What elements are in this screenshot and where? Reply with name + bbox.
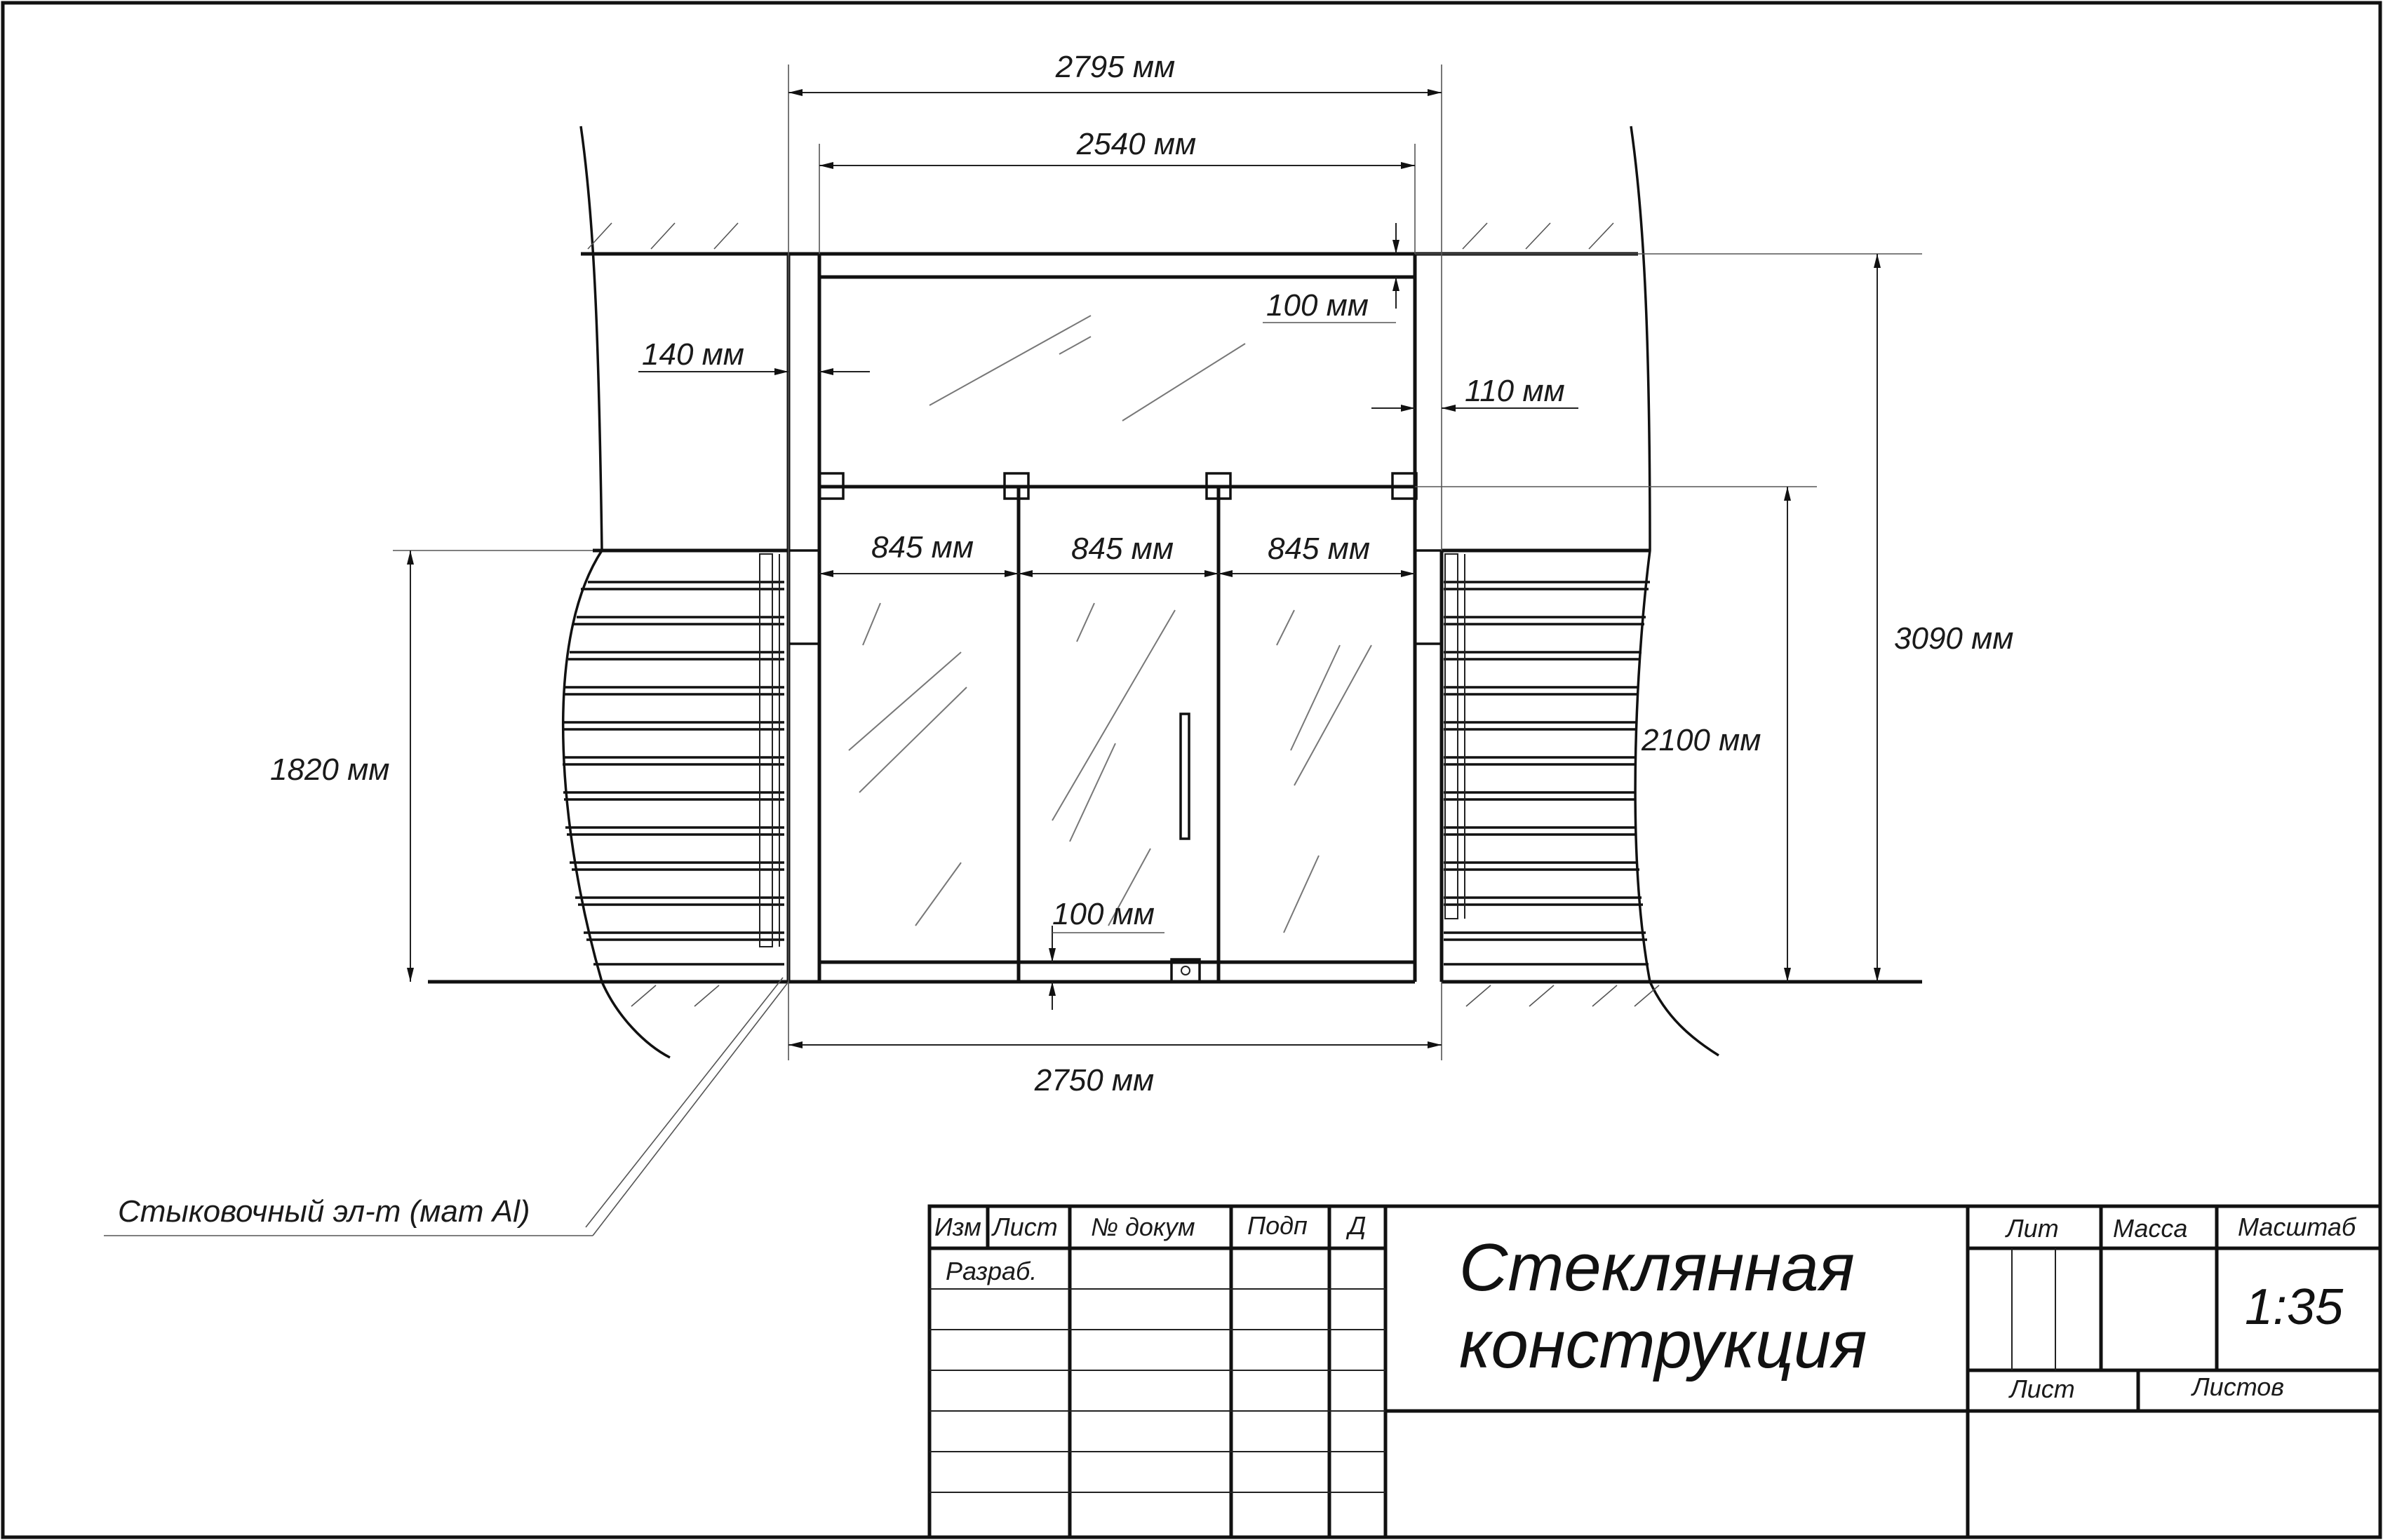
fitting bbox=[1003, 472, 1030, 500]
dim-845-left: 845 мм bbox=[871, 530, 974, 565]
dim-140: 140 мм bbox=[642, 337, 744, 372]
tb-scale-value: 1:35 bbox=[2245, 1279, 2344, 1335]
dim-110: 110 мм bbox=[1465, 374, 1565, 408]
tb-header-izm: Изм bbox=[934, 1213, 981, 1241]
tb-mass: Масса bbox=[2113, 1214, 2187, 1243]
dim-2750: 2750 мм bbox=[1034, 1063, 1154, 1097]
tb-header-signature: Подп bbox=[1247, 1211, 1308, 1240]
dim-100-top: 100 мм bbox=[1266, 288, 1369, 323]
glass-construction bbox=[759, 252, 1465, 984]
door-handle bbox=[1179, 712, 1190, 840]
dim-2795: 2795 мм bbox=[1055, 50, 1175, 84]
title-block bbox=[927, 1204, 2382, 1539]
dim-845-right: 845 мм bbox=[1268, 532, 1370, 566]
fitting bbox=[1205, 472, 1232, 500]
tb-header-date: Д bbox=[1345, 1211, 1366, 1240]
tb-header-doc-no: № докум bbox=[1091, 1213, 1195, 1241]
dim-100-bottom: 100 мм bbox=[1052, 897, 1155, 931]
left-wall bbox=[428, 126, 788, 1059]
dimension-lines bbox=[393, 65, 1922, 1060]
left-side-handle bbox=[759, 553, 773, 947]
callout-label: Стыковочный эл-т (мат Al) bbox=[118, 1194, 530, 1229]
drawing-title-line1: Стеклянная bbox=[1459, 1230, 1855, 1305]
dim-3090: 3090 мм bbox=[1894, 621, 2013, 656]
right-side-handle bbox=[1444, 553, 1458, 919]
joint-element-callout: Стыковочный эл-т (мат Al) bbox=[104, 977, 789, 1236]
tb-scale-label: Масштаб bbox=[2238, 1213, 2357, 1241]
tb-sheet: Лист bbox=[2008, 1374, 2075, 1403]
dim-1820: 1820 мм bbox=[270, 752, 389, 787]
floor-lock bbox=[1170, 958, 1201, 983]
right-wall bbox=[1415, 126, 1922, 1057]
fitting bbox=[818, 472, 845, 500]
tb-lit: Лит bbox=[2005, 1214, 2059, 1243]
glass-reflections bbox=[848, 315, 1372, 933]
dim-2100: 2100 мм bbox=[1641, 723, 1761, 757]
dim-845-door: 845 мм bbox=[1071, 532, 1174, 566]
tb-sheets: Листов bbox=[2191, 1372, 2284, 1401]
tb-header-list: Лист bbox=[991, 1213, 1058, 1241]
right-wall-slats bbox=[1444, 581, 1650, 966]
tb-developed-by: Разраб. bbox=[946, 1257, 1037, 1285]
left-wall-slats bbox=[563, 581, 784, 966]
fitting bbox=[1391, 472, 1418, 500]
drawing-title-line2: конструкция bbox=[1459, 1307, 1867, 1382]
dim-2540: 2540 мм bbox=[1076, 127, 1196, 161]
